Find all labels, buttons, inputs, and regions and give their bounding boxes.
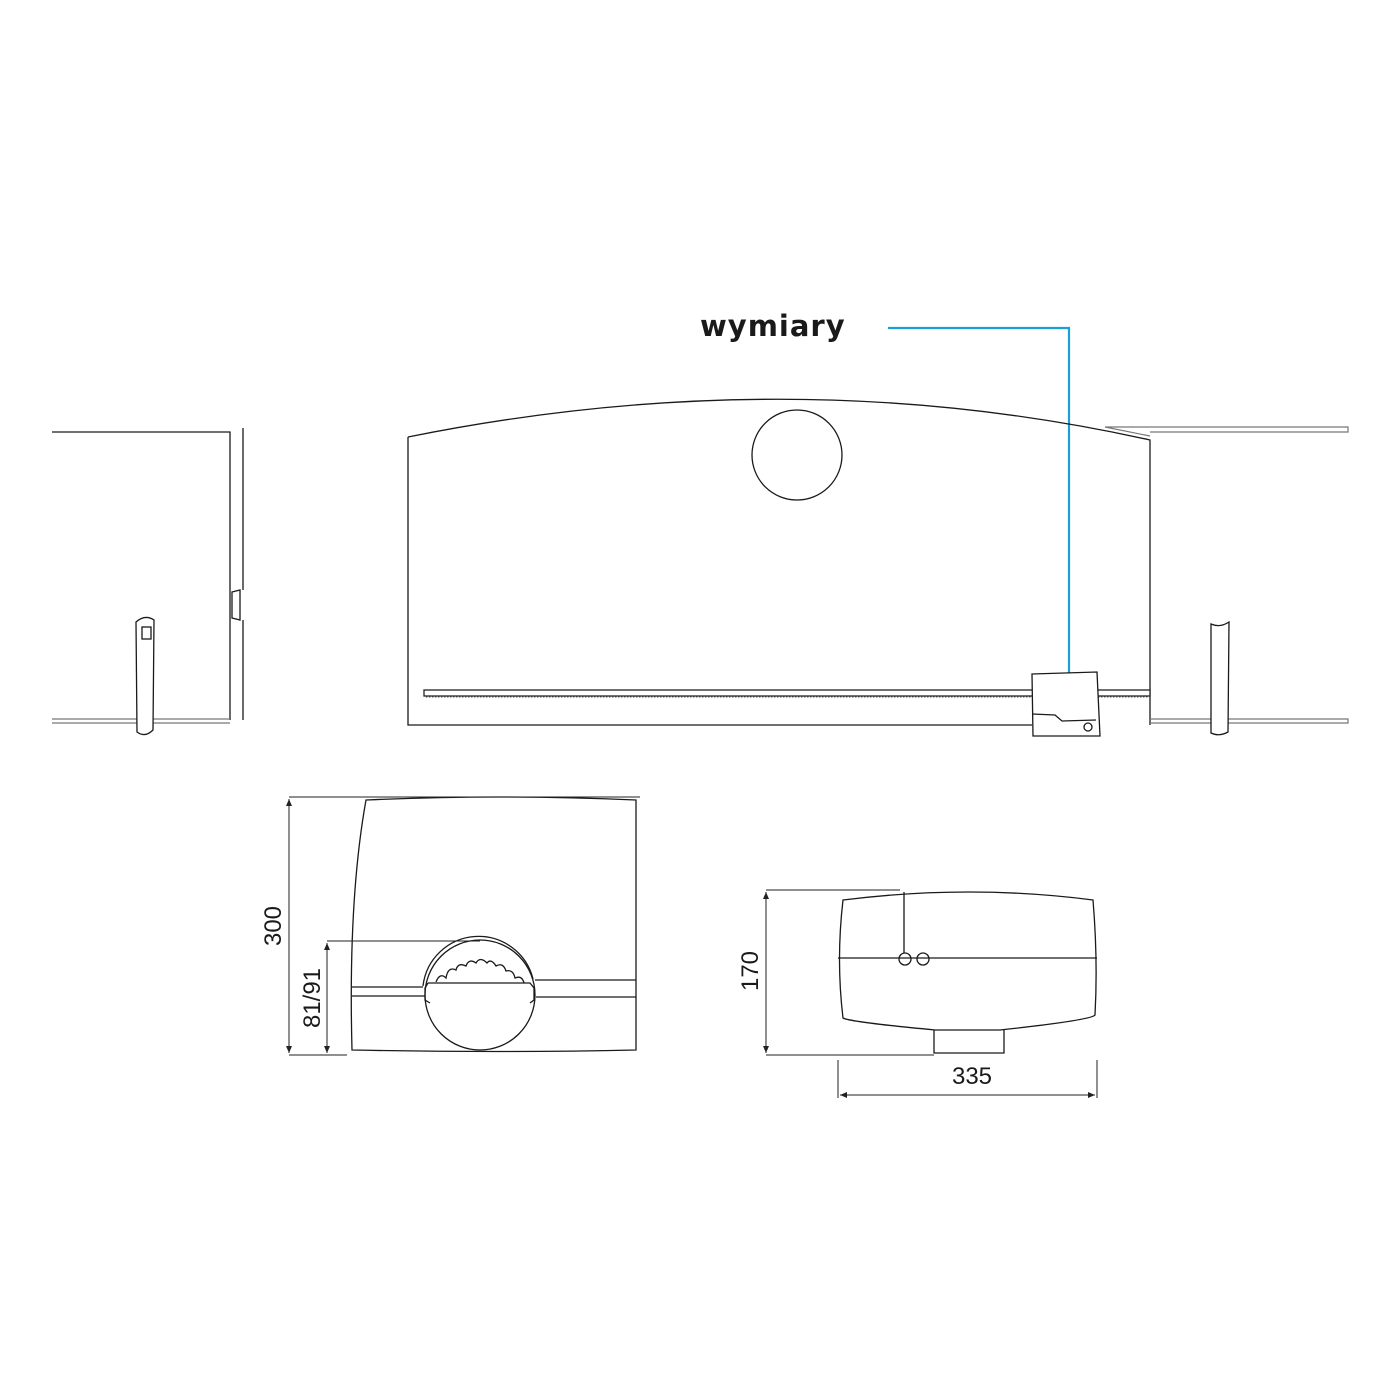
title-label: wymiary (700, 309, 846, 343)
gate-round-window (751, 409, 843, 501)
motor-side-view (286, 796, 640, 1056)
sliding-gate (407, 398, 1151, 726)
gate-motor (1031, 671, 1101, 737)
callout-leader (888, 326, 1076, 694)
dim-width: 335 (952, 1063, 992, 1090)
dim-height-total: 300 (260, 906, 287, 946)
right-rail-and-post (1104, 426, 1349, 736)
left-photocell-post (135, 616, 155, 736)
dim-pinion-height: 81/91 (299, 968, 326, 1028)
motor-top-view (763, 889, 1098, 1098)
dim-depth: 170 (737, 951, 764, 991)
gear-rack (423, 689, 1151, 697)
